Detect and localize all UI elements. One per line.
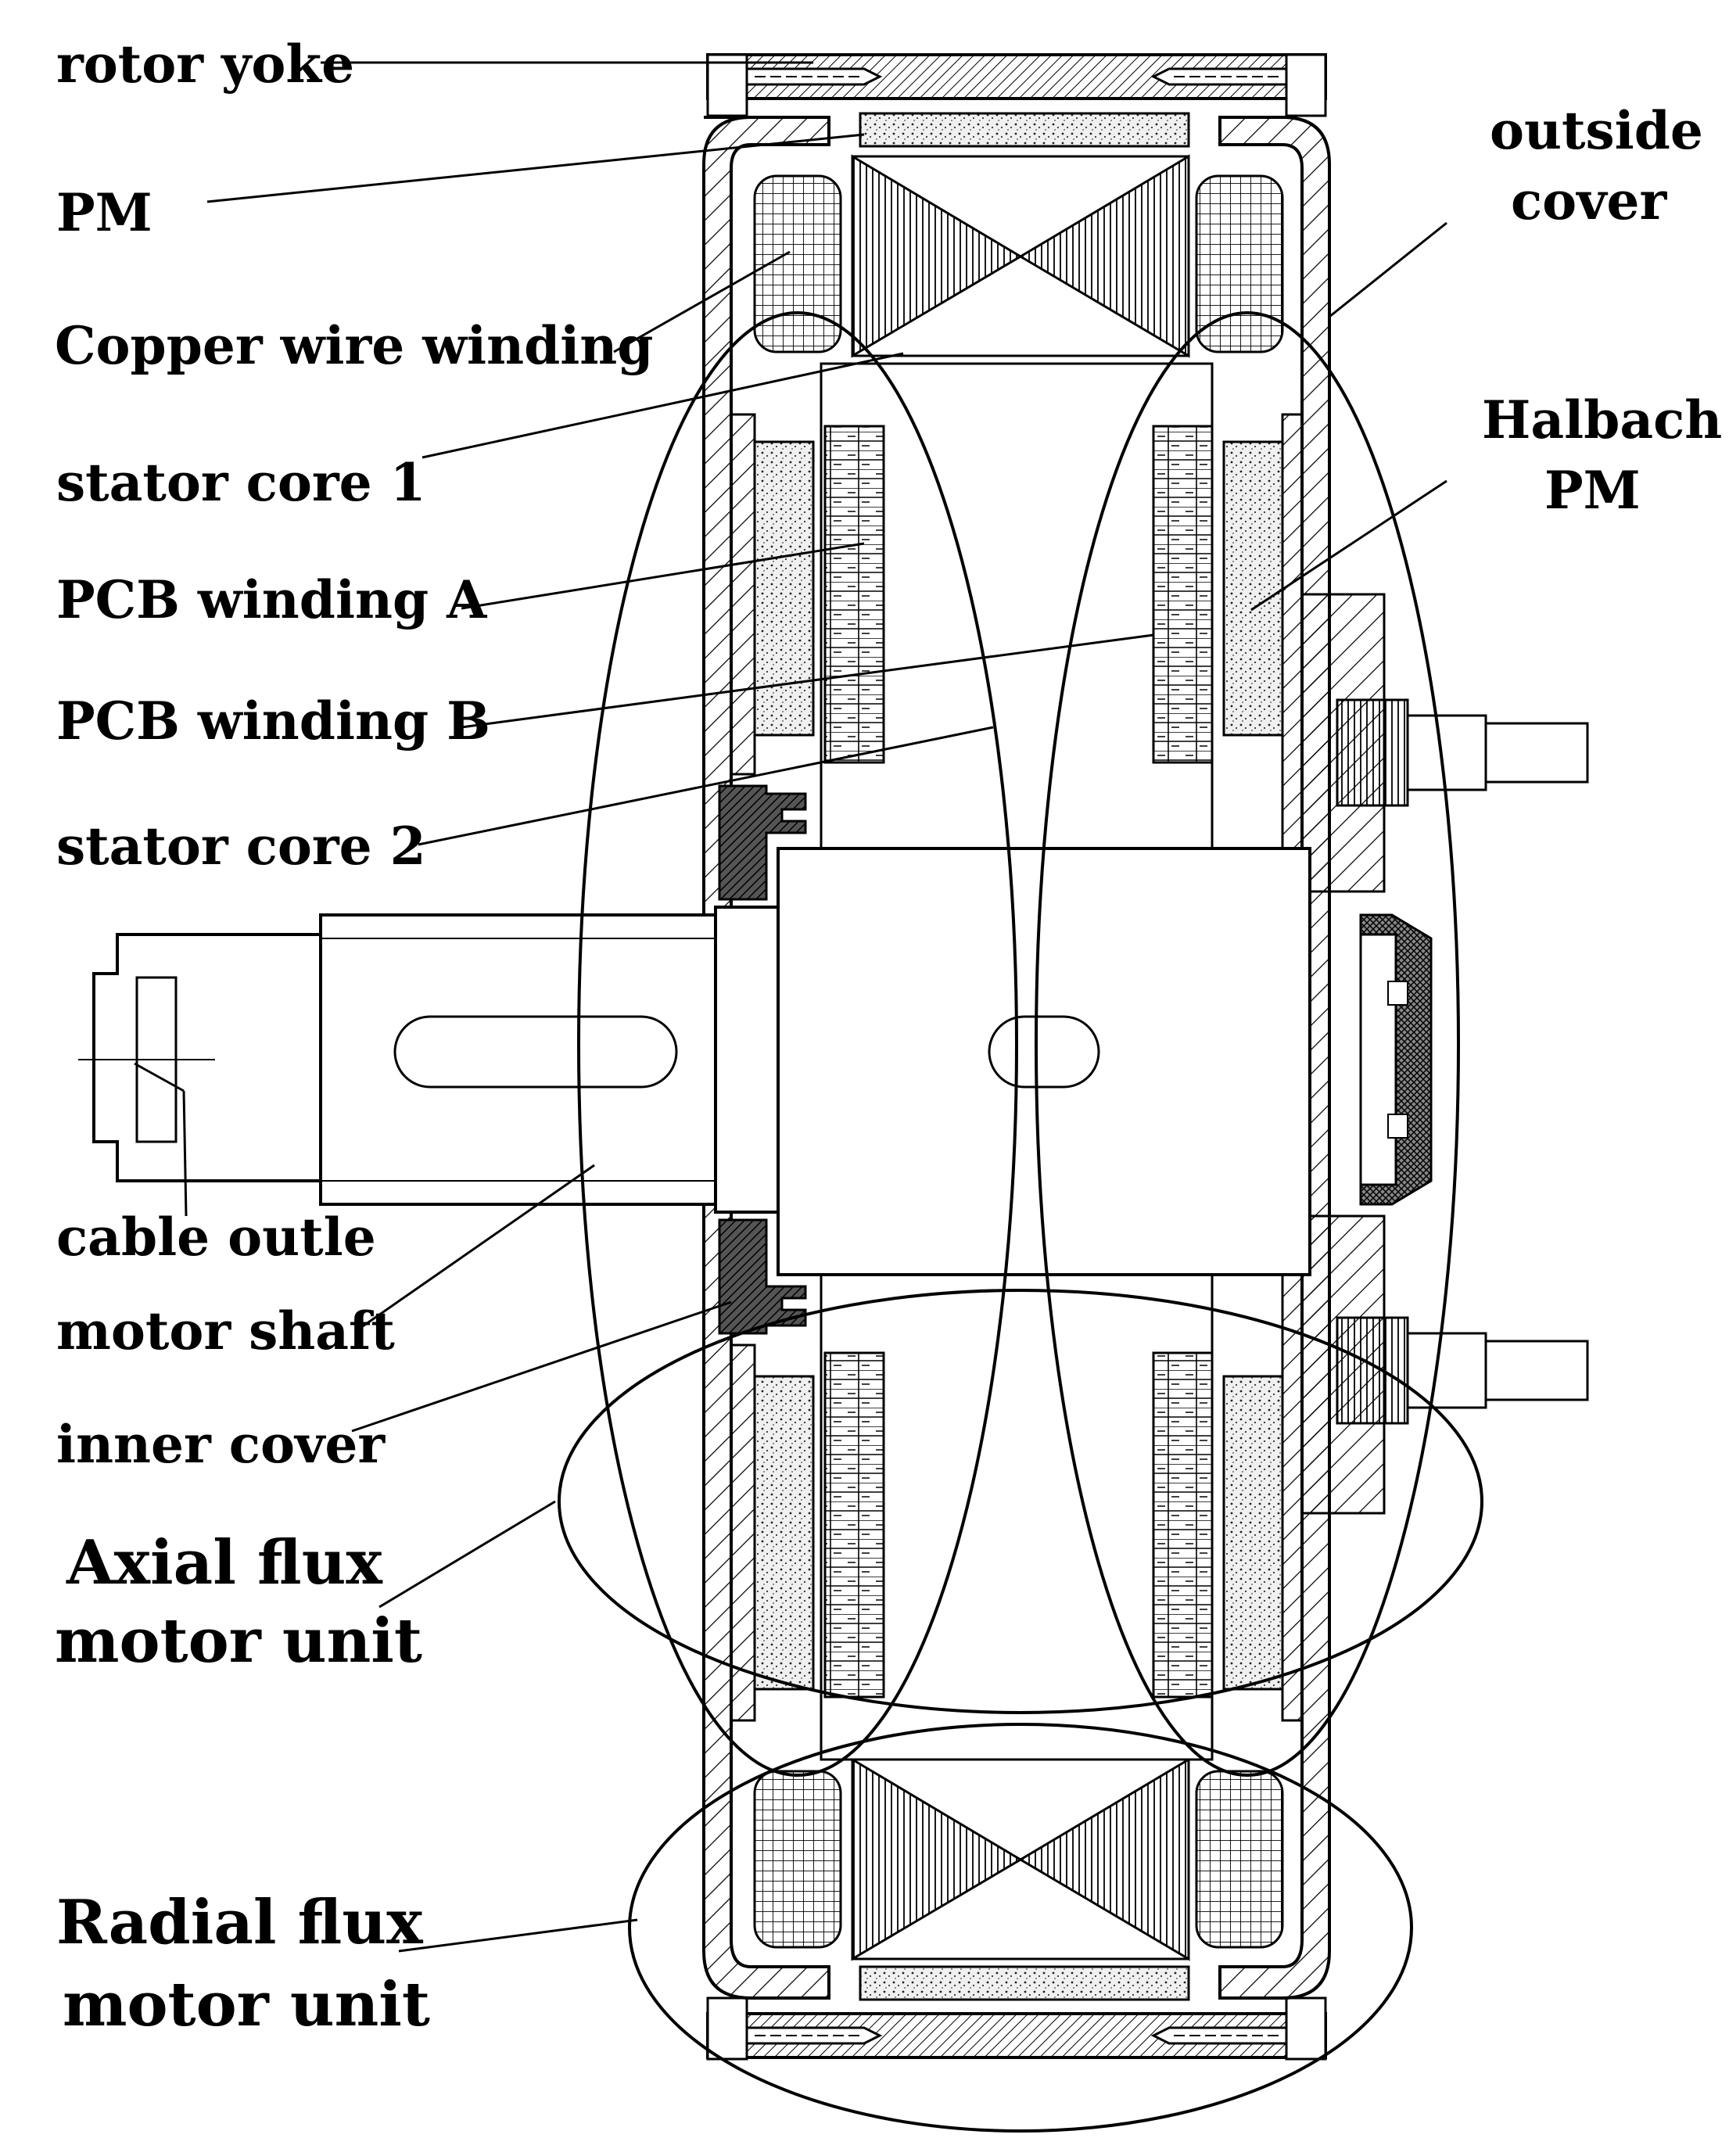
label-motor-shaft: motor shaft — [56, 1300, 395, 1361]
axial-flux-unit-ellipse — [558, 1289, 1483, 1714]
stator-core-1-top — [851, 154, 1190, 358]
pm-bottom — [859, 1965, 1190, 2001]
halbach-pm-left-top — [753, 440, 815, 737]
right-connector-top — [1336, 698, 1589, 807]
label-halbach: Halbach — [1482, 389, 1722, 450]
pm-top — [859, 112, 1190, 148]
leader-lines — [134, 61, 1447, 1953]
axial-flux-ellipse-left — [577, 311, 1018, 1777]
inner-cover — [718, 784, 807, 1335]
label-cable-outlet: cable outle — [56, 1207, 376, 1268]
label-cover: cover — [1511, 170, 1668, 231]
radial-flux-unit-ellipse — [628, 1723, 1413, 2133]
label-rotor-yoke: rotor yoke — [56, 34, 354, 95]
shaft-end-cap — [1359, 913, 1433, 1206]
copper-wire-winding-bottom — [753, 1770, 1284, 1949]
label-stator-core-1: stator core 1 — [56, 452, 426, 513]
label-axial-motor-unit: motor unit — [55, 1605, 422, 1677]
motor-shaft — [319, 847, 1311, 1276]
label-radial-motor-unit: motor unit — [63, 1969, 430, 2040]
cable-outlet — [78, 933, 322, 1182]
right-connector-bottom — [1336, 1316, 1589, 1425]
label-radial-flux: Radial flux — [56, 1887, 424, 1958]
halbach-pm-right-top — [1222, 440, 1284, 737]
label-axial-flux: Axial flux — [66, 1527, 383, 1598]
axial-flux-ellipse-right — [1035, 311, 1460, 1777]
pcb-winding-b-bottom — [1152, 1351, 1214, 1699]
halbach-pm-left-bottom — [753, 1375, 815, 1691]
stator-core-1-bottom — [851, 1757, 1190, 1961]
label-stator-core-2: stator core 2 — [56, 816, 426, 877]
label-inner-cover: inner cover — [56, 1414, 386, 1475]
left-side-plate — [730, 413, 756, 1722]
pcb-winding-a-top — [823, 425, 885, 764]
halbach-pm-right-bottom — [1222, 1375, 1284, 1691]
pcb-winding-a-bottom — [823, 1351, 885, 1699]
label-pm: PM — [56, 182, 152, 243]
label-pcb-winding-b: PCB winding B — [56, 691, 490, 752]
pcb-winding-b-top — [1152, 425, 1214, 764]
label-halbach-pm: PM — [1544, 460, 1641, 521]
label-pcb-winding-a: PCB winding A — [56, 569, 487, 630]
rotor-yoke-top — [706, 53, 1327, 117]
rotor-yoke-bottom — [706, 1996, 1327, 2061]
label-copper-wire-winding: Copper wire winding — [55, 315, 653, 376]
copper-wire-winding-top — [753, 174, 1284, 353]
label-outside: outside — [1490, 100, 1703, 161]
